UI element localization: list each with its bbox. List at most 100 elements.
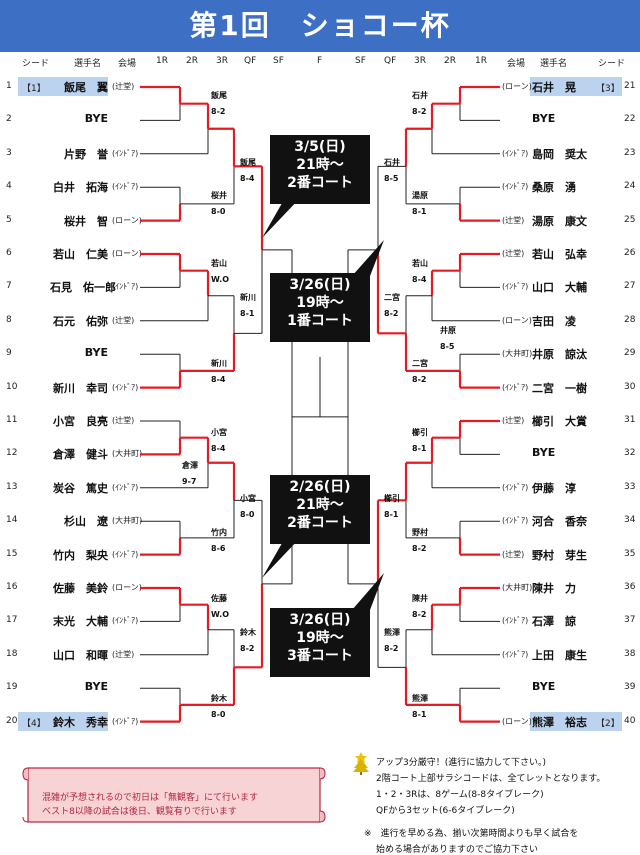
player-name: 鈴木 秀幸 xyxy=(53,715,108,729)
seed-number: 21 xyxy=(624,81,636,91)
schedule-3-time: 21時～ xyxy=(296,497,344,513)
notice-scroll xyxy=(22,767,326,823)
player-name: BYE xyxy=(532,446,556,460)
seed-number: 19 xyxy=(6,682,18,693)
seed-number: 11 xyxy=(6,415,18,425)
schedule-box-4: 3/26(日) 19時～ 3番コート xyxy=(270,608,370,677)
seed-number: 37 xyxy=(624,615,636,626)
player-venue: (ｲﾝﾄﾞｱ) xyxy=(112,182,139,192)
rule-line-5: ※ 進行を早める為、揃い次第時間よりも早く試合を xyxy=(364,829,579,839)
header-player-right: 選手名 xyxy=(540,59,568,69)
seed-number: 30 xyxy=(624,381,636,392)
player-name: 新川 幸司 xyxy=(53,381,108,395)
seed-number: 40 xyxy=(624,715,636,726)
player-name: 井原 諒汰 xyxy=(532,348,587,362)
player-venue: (ｲﾝﾄﾞｱ) xyxy=(502,382,529,392)
rule-line-3: 1・2・3Rは、8ゲーム(8-8タイブレーク) xyxy=(376,790,544,800)
seed-mark: 【3】 xyxy=(596,84,620,94)
seed-number: 7 xyxy=(6,281,12,292)
seed-number: 12 xyxy=(6,448,18,459)
player-venue: (大井町) xyxy=(112,449,143,459)
rule-line-4: QFから3セット(6-6タイブレーク) xyxy=(376,806,515,816)
header-r1-left: 1R xyxy=(156,56,168,66)
header-qf-right: QF xyxy=(384,56,397,66)
player-venue: (ｲﾝﾄﾞｱ) xyxy=(112,616,139,626)
schedule-1-court: 2番コート xyxy=(287,175,353,191)
r3-score-tag: 8-1 xyxy=(412,207,427,216)
header-seed-right: シード xyxy=(598,59,626,69)
schedule-2-court: 1番コート xyxy=(287,313,353,329)
player-name: 湯原 康文 xyxy=(532,214,587,228)
player-venue: (ｲﾝﾄﾞｱ) xyxy=(502,616,529,626)
seed-number: 35 xyxy=(624,548,636,559)
header-final: F xyxy=(317,56,323,66)
player-name: 石井 晃 xyxy=(532,81,576,94)
player-venue: (ｲﾝﾄﾞｱ) xyxy=(502,282,529,292)
player-name: BYE xyxy=(84,112,108,126)
player-name: 石澤 諒 xyxy=(532,615,576,629)
r3-score-tag: W.O xyxy=(211,275,230,284)
r3-score-tag: 8-4 xyxy=(211,444,226,453)
qf-winner-tag: 二宮 xyxy=(384,293,400,302)
schedule-box-1: 3/5(日) 21時～ 2番コート xyxy=(270,135,370,204)
r3-winner-tag: 櫛引 xyxy=(412,428,428,437)
r3-score-tag: 8-2 xyxy=(412,544,427,553)
qf-winner-tag: 櫛引 xyxy=(384,494,400,503)
player-name: 桑原 湧 xyxy=(532,181,576,195)
player-name: 山口 和暉 xyxy=(53,648,108,662)
tree-icon xyxy=(353,752,369,775)
r3-score-tag: W.O xyxy=(211,610,230,619)
player-name: 桜井 智 xyxy=(64,214,108,228)
player-name: 伊藤 淳 xyxy=(532,481,576,495)
seed-number: 8 xyxy=(6,314,12,325)
seed-number: 17 xyxy=(6,615,18,626)
r3-winner-tag: 若山 xyxy=(211,259,227,268)
rule-line-2: 2階コート上部サラシコードは、全てレットとなります。 xyxy=(376,774,606,784)
seed-number: 1 xyxy=(6,81,12,91)
player-venue: (大井町) xyxy=(112,516,143,526)
player-venue: (ｲﾝﾄﾞｱ) xyxy=(502,516,529,526)
schedule-1-time: 21時～ xyxy=(296,157,344,173)
header-r3-right: 3R xyxy=(414,56,426,66)
player-venue: (ローン) xyxy=(112,215,142,225)
player-venue: (ローン) xyxy=(502,315,532,325)
r3-score-tag: 8-4 xyxy=(211,375,226,384)
qf-score-tag: 8-4 xyxy=(240,174,255,183)
header-r3-left: 3R xyxy=(216,56,228,66)
r3-winner-tag: 若山 xyxy=(412,259,428,268)
header-seed-left: シード xyxy=(22,59,50,69)
player-name: 上田 康生 xyxy=(532,648,587,662)
r3-score-tag: 8-2 xyxy=(412,107,427,116)
seed-number: 13 xyxy=(6,481,18,492)
seed-number: 10 xyxy=(6,381,18,392)
seed-number: 20 xyxy=(6,715,18,726)
player-name: 倉澤 健斗 xyxy=(53,448,108,462)
player-venue: (辻堂) xyxy=(112,649,135,659)
player-venue: (辻堂) xyxy=(112,416,135,425)
seed-highlight-2 xyxy=(530,712,622,731)
player-venue: (ｲﾝﾄﾞｱ) xyxy=(112,482,139,492)
player-name: 櫛引 大賞 xyxy=(532,415,587,428)
r3-score-tag: 8-2 xyxy=(412,610,427,619)
header-qf-left: QF xyxy=(244,56,257,66)
qf-score-tag: 8-2 xyxy=(240,644,255,653)
r3-winner-tag: 佐藤 xyxy=(211,594,227,603)
seed-highlight-1 xyxy=(18,77,108,96)
player-name: 島岡 奨太 xyxy=(532,147,587,161)
schedule-box-3: 2/26(日) 21時～ 2番コート xyxy=(270,475,370,544)
r3-score-tag: 8-6 xyxy=(211,544,226,553)
seed-number: 5 xyxy=(6,214,12,225)
r3-winner-tag: 野村 xyxy=(412,528,428,537)
header-player-left: 選手名 xyxy=(74,59,102,69)
r3-winner-tag: 新川 xyxy=(211,359,227,368)
seed-number: 29 xyxy=(624,348,636,359)
r3-score-tag: 8-0 xyxy=(211,207,226,216)
r3-winner-tag: 熊澤 xyxy=(412,694,428,703)
player-name: 竹内 梨央 xyxy=(53,548,108,562)
header-r2-left: 2R xyxy=(186,56,198,66)
seed-number: 6 xyxy=(6,248,12,258)
qf-score-tag: 8-0 xyxy=(240,510,255,519)
notice-line-2: ベスト8以降の試合は後日、観覧有りで行います xyxy=(42,807,237,817)
player-venue: (ｲﾝﾄﾞｱ) xyxy=(112,282,139,292)
header-r1-right: 1R xyxy=(475,56,487,66)
